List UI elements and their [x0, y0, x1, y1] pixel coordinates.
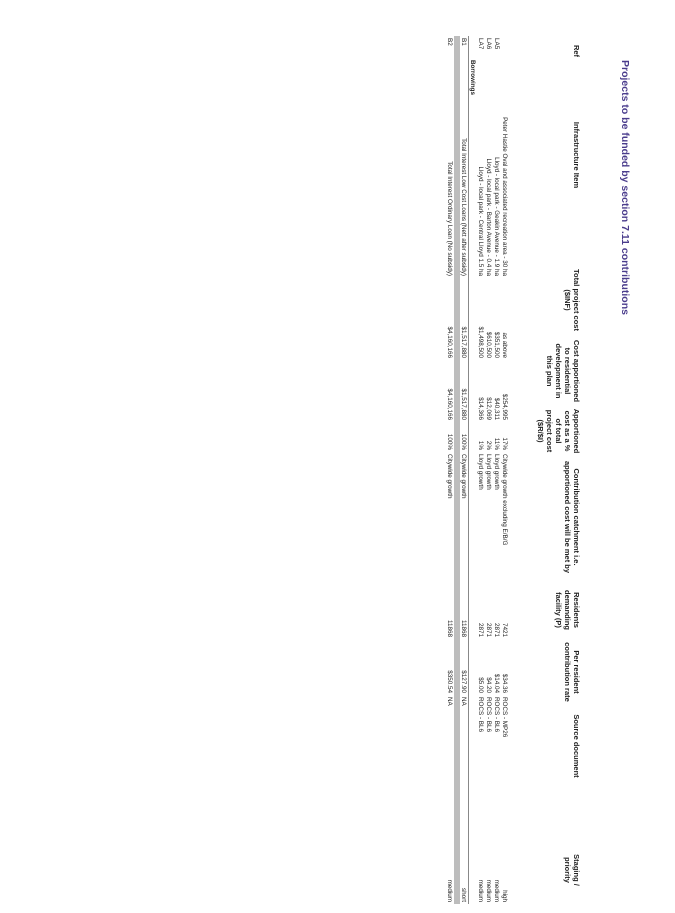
header-apportioned-pct: Apportioned cost as a % of total project… — [536, 408, 581, 454]
header-total-cost: Total project cost ($INF) — [563, 269, 581, 331]
table-row: Peter Hastie Oval and associated recreat… — [501, 36, 509, 904]
apportioned-cost-cell: $1,517,880 — [460, 388, 468, 420]
table-row: LA7 Lloyd - local park - Central Lloyd 1… — [477, 36, 485, 904]
rate-cell: $34.36 — [501, 673, 509, 693]
source-cell: ROCS - BL6 — [493, 697, 501, 732]
staging-cell: high — [501, 890, 509, 902]
apportioned-pct-cell: 1% — [477, 440, 485, 450]
source-cell: NA — [460, 697, 468, 706]
staging-cell: medium — [477, 879, 485, 902]
total-cost-cell: as above — [501, 332, 509, 358]
apportioned-cost-cell: $14,366 — [477, 397, 485, 420]
staging-cell: medium — [493, 879, 501, 902]
ref-cell: LA7 — [477, 38, 485, 50]
header-staging: Staging / priority — [563, 854, 581, 886]
catchment-cell: Citywide growth — [460, 454, 468, 499]
rate-cell: $350.54 — [446, 670, 454, 693]
source-cell: ROCS - BL6 — [485, 697, 493, 732]
table-row: LA5 Lloyd - local park - Geakin Avenue -… — [493, 36, 501, 904]
catchment-cell: Citywide growth excluding E/B/G — [501, 454, 509, 546]
table-row: B1 Total Interest Low Cost Loans (Nett a… — [460, 36, 469, 904]
total-cost-cell: $1,517,880 — [460, 326, 468, 358]
ref-cell: B2 — [446, 38, 454, 46]
item-cell: Lloyd - local park - Central Lloyd 1.5 h… — [477, 166, 485, 276]
apportioned-pct-cell: 100% — [446, 433, 454, 450]
ref-cell — [501, 36, 509, 58]
rate-cell: $127.90 — [460, 670, 468, 693]
apportioned-pct-cell: 17% — [501, 437, 509, 450]
residents-cell: 11868 — [446, 619, 454, 637]
item-cell: Peter Hastie Oval and associated recreat… — [501, 117, 509, 276]
header-source: Source document — [572, 714, 581, 778]
borrowings-section-row: Borrowings — [468, 36, 477, 904]
total-cost-cell: $351,500 — [493, 331, 501, 358]
header-item: Infrastructure Item — [572, 121, 581, 189]
ref-cell: LA5 — [493, 38, 501, 50]
ref-cell: B1 — [460, 38, 468, 46]
apportioned-pct-cell: 2% — [485, 440, 493, 450]
table-row: LA6 Lloyd - local park - Barton Avenue -… — [485, 36, 493, 904]
total-cost-cell: $1,498,500 — [477, 326, 485, 358]
item-cell: Lloyd - local park - Geakin Avenue - 1.9… — [493, 157, 501, 276]
borrowings-label: Borrowings — [468, 58, 477, 278]
item-cell: Lloyd - local park - Barton Avenue - 0.4… — [485, 158, 493, 277]
residents-cell: 2871 — [493, 622, 501, 637]
apportioned-cost-cell: $12,069 — [485, 397, 493, 420]
source-cell: ROCS - MP26 — [501, 697, 509, 738]
staging-cell: medium — [446, 879, 454, 902]
apportioned-cost-cell: $254,995 — [501, 393, 509, 420]
staging-cell: short — [460, 888, 468, 902]
rate-cell: $5.00 — [477, 677, 485, 693]
staging-cell: medium — [485, 879, 493, 902]
contributions-table: Peter Hastie Oval and associated recreat… — [446, 36, 509, 904]
residents-cell: 7421 — [501, 622, 509, 637]
catchment-cell: Lloyd growth — [477, 454, 485, 490]
apportioned-cost-cell: $40,311 — [493, 397, 501, 420]
catchment-cell: Lloyd growth — [485, 454, 493, 490]
source-cell: ROCS - BL6 — [477, 697, 485, 732]
ref-cell: LA6 — [485, 38, 493, 50]
residents-cell: 2871 — [477, 622, 485, 637]
residents-cell: 11868 — [460, 619, 468, 637]
apportioned-pct-cell: 11% — [493, 437, 501, 450]
catchment-cell: Lloyd growth — [493, 454, 501, 490]
item-cell: Total Interest Low Cost Loans (Nett afte… — [460, 138, 468, 276]
residents-cell: 2871 — [485, 622, 493, 637]
apportioned-pct-cell: 100% — [460, 433, 468, 450]
rate-cell: $4.20 — [485, 677, 493, 693]
source-cell: NA — [446, 697, 454, 706]
page-title: Projects to be funded by section 7.11 co… — [619, 60, 631, 315]
header-residents: Residents demanding facility (P) — [554, 589, 581, 630]
total-cost-cell: $4,160,166 — [446, 326, 454, 358]
shaded-band — [454, 36, 460, 904]
rate-cell: $14.04 — [493, 673, 501, 693]
table-row: B2 Total Interest Ordinary Loan (No subs… — [446, 36, 454, 904]
header-catchment: Contribution catchment i.e. apportioned … — [563, 460, 581, 574]
header-rate: Per resident contribution rate — [563, 642, 581, 702]
apportioned-cost-cell: $4,160,166 — [446, 388, 454, 420]
header-apportioned-cost: Cost apportioned to residential developm… — [545, 339, 581, 403]
header-ref: Ref — [572, 44, 581, 58]
item-cell: Total Interest Ordinary Loan (No subsidy… — [446, 161, 454, 276]
catchment-cell: Citywide growth — [446, 454, 454, 499]
total-cost-cell: $610,500 — [485, 331, 493, 358]
